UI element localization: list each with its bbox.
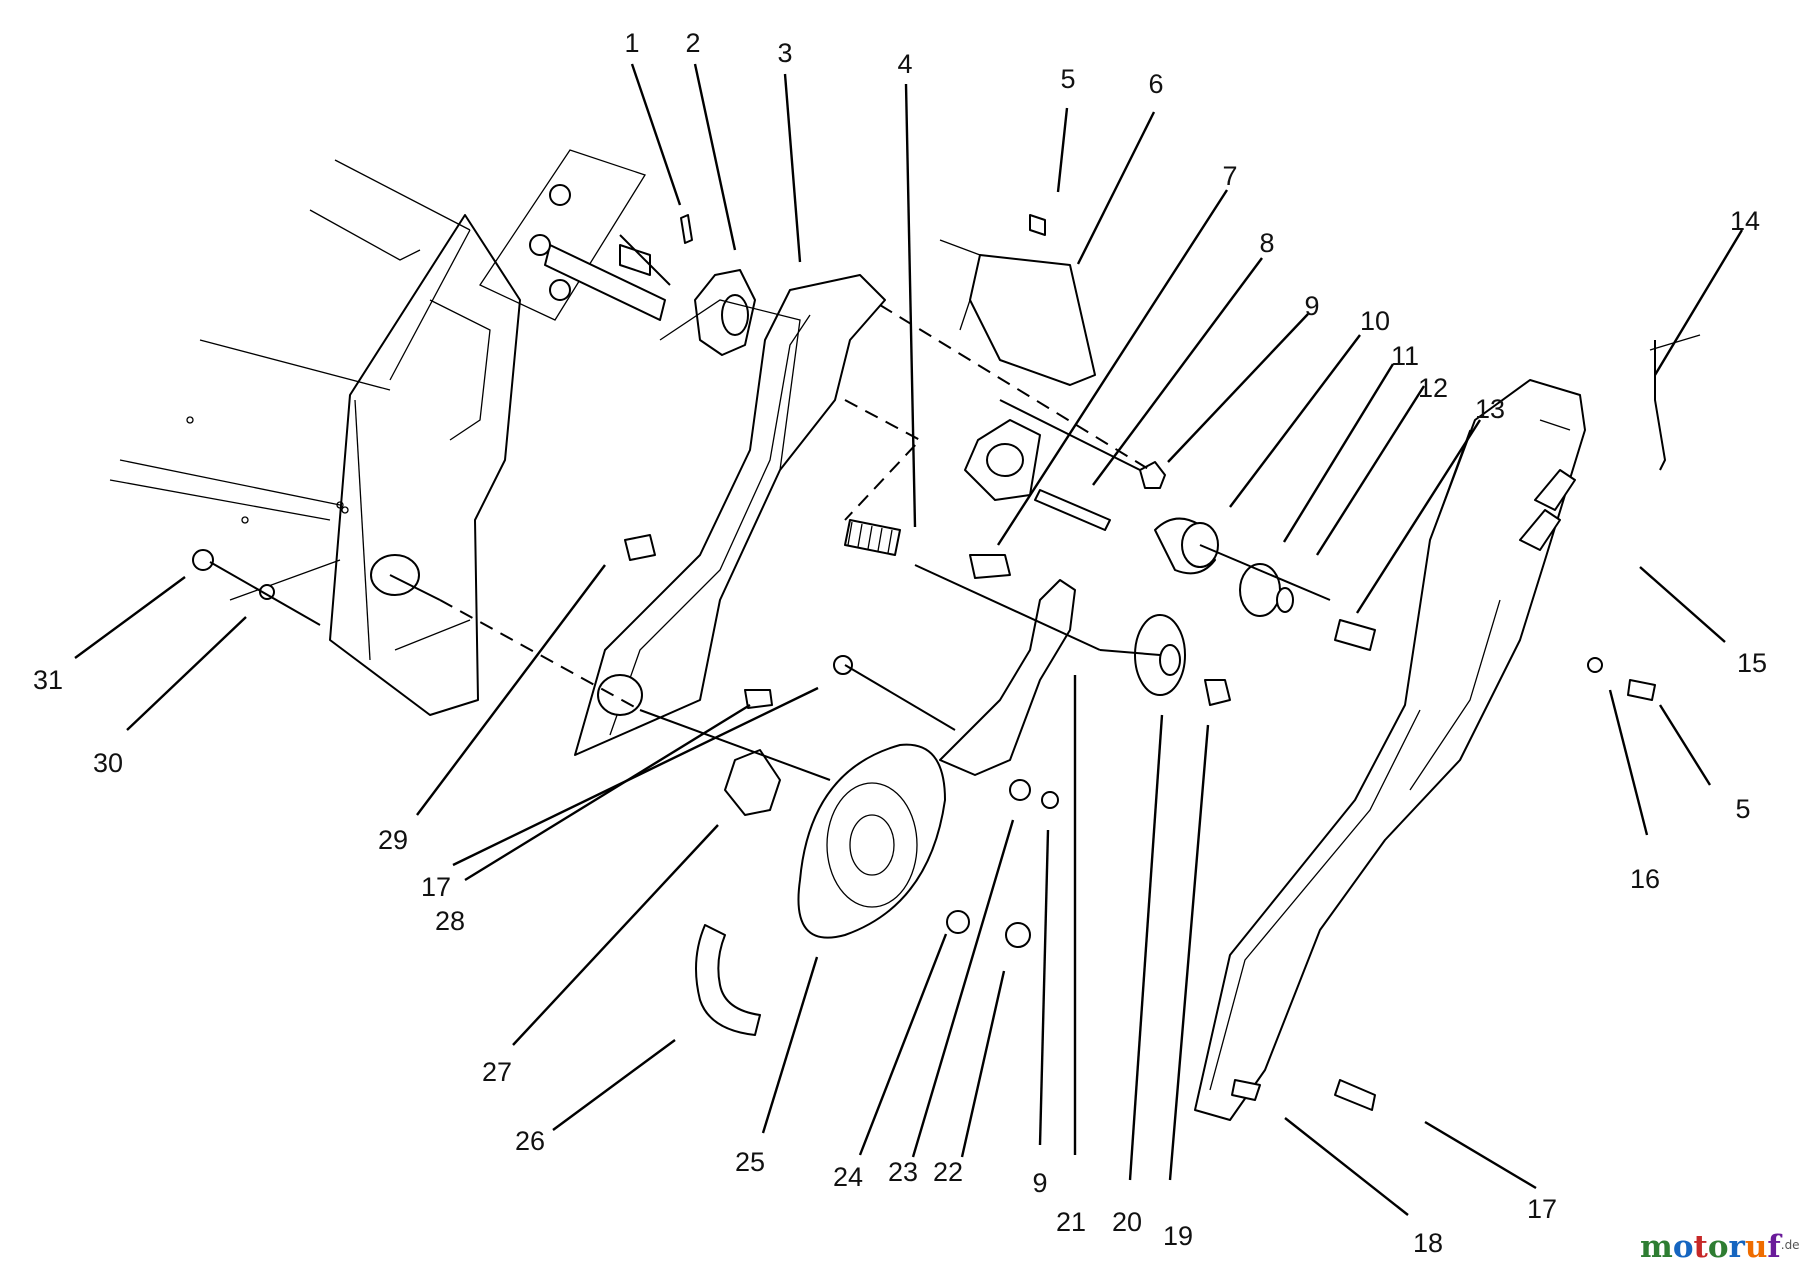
callout-10: 10 [1360, 306, 1390, 336]
belt-cover [1194, 334, 1701, 1121]
callout-19: 19 [1163, 1221, 1193, 1251]
auger-housing [109, 159, 521, 716]
callout-23: 23 [888, 1157, 918, 1187]
watermark-letter: o [1708, 1229, 1729, 1265]
callout-12: 12 [1418, 373, 1448, 403]
watermark-suffix: .de [1781, 1238, 1800, 1252]
callout-28: 28 [435, 906, 465, 936]
callout-5-top: 5 [1060, 64, 1075, 94]
spring [844, 519, 901, 556]
callout-11: 11 [1391, 341, 1419, 371]
callout-25: 25 [735, 1147, 765, 1177]
callout-8: 8 [1259, 228, 1274, 258]
callout-labels: 1 2 3 4 5 6 7 8 9 10 11 12 13 14 15 5 16… [33, 28, 1767, 1258]
callout-7: 7 [1222, 161, 1237, 191]
callout-1: 1 [624, 28, 639, 58]
callout-4: 4 [897, 49, 912, 79]
callout-16: 16 [1630, 864, 1660, 894]
watermark-letter: f [1767, 1229, 1782, 1265]
motoruf-watermark: motoruf.de [1640, 1229, 1800, 1265]
assembly-axes [209, 234, 1331, 781]
callout-22: 22 [933, 1157, 963, 1187]
idler-arm [939, 579, 1231, 776]
watermark-letter: o [1673, 1229, 1694, 1265]
callout-13: 13 [1475, 394, 1505, 424]
side-plate [574, 274, 886, 756]
right-idler-stack [1034, 461, 1376, 651]
watermark-letter: t [1694, 1229, 1709, 1265]
callout-24: 24 [833, 1162, 863, 1192]
leader-lines [74, 63, 1744, 1216]
callout-29: 29 [378, 825, 408, 855]
callout-2: 2 [685, 28, 700, 58]
callout-3: 3 [777, 38, 792, 68]
callout-15: 15 [1737, 648, 1767, 678]
callout-5-right: 5 [1735, 794, 1750, 824]
callout-9-top: 9 [1304, 291, 1319, 321]
callout-17-left: 17 [421, 872, 451, 902]
callout-31: 31 [33, 665, 63, 695]
watermark-letter: m [1640, 1229, 1673, 1265]
bolts [192, 534, 1656, 1111]
upper-bracket [939, 214, 1096, 501]
callout-18: 18 [1413, 1228, 1443, 1258]
callout-26: 26 [515, 1126, 545, 1156]
svg-text:motoruf.de: motoruf.de [1640, 1229, 1800, 1265]
shaft-inset [479, 149, 693, 321]
drive-pulley [797, 743, 946, 939]
callout-14: 14 [1730, 206, 1760, 236]
drive-belt [695, 924, 761, 1036]
callout-30: 30 [93, 748, 123, 778]
callout-20: 20 [1112, 1207, 1142, 1237]
callout-6: 6 [1148, 69, 1163, 99]
callout-27: 27 [482, 1057, 512, 1087]
watermark-letter: r [1729, 1229, 1746, 1265]
callout-21: 21 [1056, 1207, 1086, 1237]
watermark-letter: u [1745, 1229, 1768, 1265]
callout-17-right: 17 [1527, 1194, 1557, 1224]
flange-bearing [694, 269, 756, 356]
callout-9-bottom: 9 [1032, 1168, 1047, 1198]
